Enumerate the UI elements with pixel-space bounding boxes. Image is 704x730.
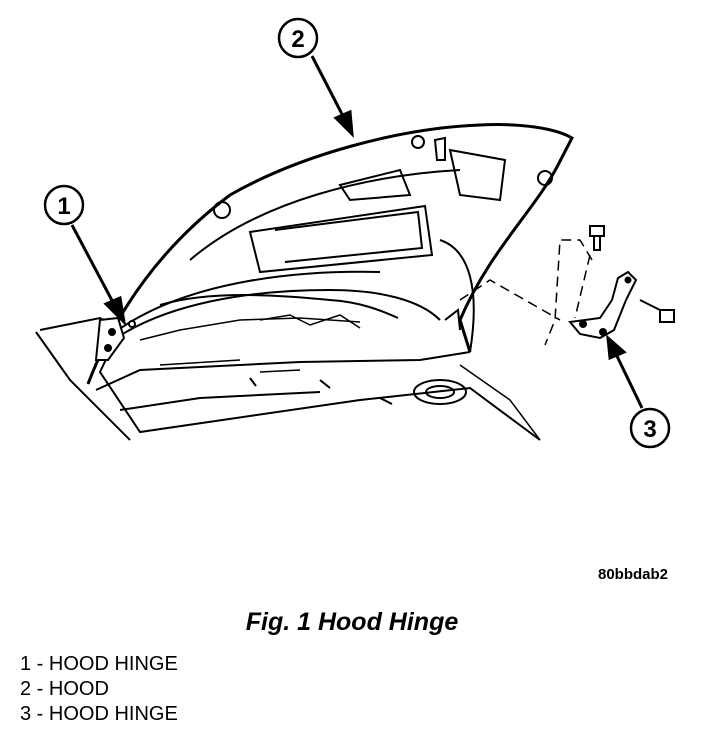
arrow-head-3 bbox=[606, 334, 627, 361]
leader-arrow-2 bbox=[310, 55, 346, 119]
leader-arrow-3 bbox=[614, 353, 644, 409]
arrow-head-2 bbox=[333, 109, 354, 138]
hood bbox=[86, 123, 574, 385]
callout-2-number: 2 bbox=[291, 26, 304, 53]
callout-1-number: 1 bbox=[57, 193, 70, 220]
image-code: 80bbdab2 bbox=[598, 566, 669, 583]
callout-3-number: 3 bbox=[643, 416, 656, 443]
arrow-head-1 bbox=[103, 295, 127, 327]
legend-list: 1 - HOOD HINGE 2 - HOOD 3 - HOOD HINGE bbox=[20, 652, 178, 727]
leader-arrows bbox=[70, 55, 644, 409]
legend-item: 2 - HOOD bbox=[20, 678, 109, 700]
callout-3: 3 bbox=[629, 407, 671, 449]
hood-hinge-diagram: 1 2 3 bbox=[35, 17, 675, 449]
callout-2: 2 bbox=[277, 17, 319, 59]
figure-caption: Fig. 1 Hood Hinge bbox=[245, 608, 459, 636]
callout-1: 1 bbox=[43, 184, 85, 226]
legend-item: 3 - HOOD HINGE bbox=[20, 703, 178, 725]
legend-item: 1 - HOOD HINGE bbox=[20, 653, 178, 675]
right-hinge bbox=[459, 225, 675, 346]
left-hinge bbox=[94, 316, 136, 361]
vehicle-body bbox=[35, 316, 541, 441]
leader-arrow-1 bbox=[70, 224, 118, 309]
